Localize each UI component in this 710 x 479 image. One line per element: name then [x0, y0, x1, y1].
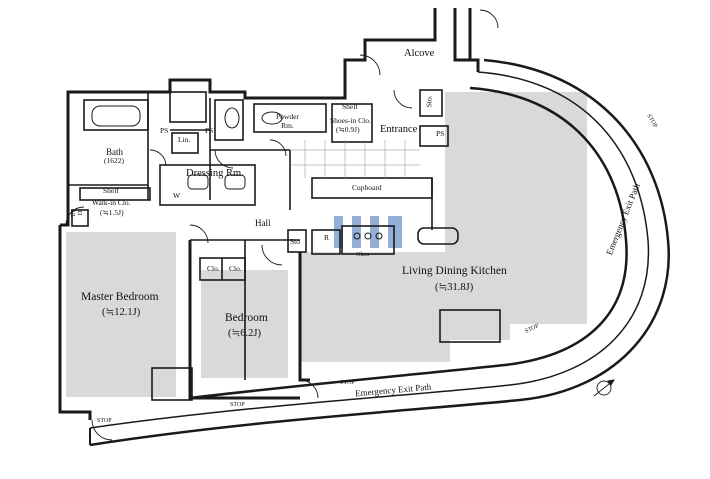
stop-label-3: STOP	[340, 380, 355, 386]
room-label-hall: Hall	[255, 218, 271, 228]
stop-label-2: STOP	[230, 402, 245, 408]
fixtures	[91, 105, 383, 240]
stove-burner-1	[353, 232, 361, 240]
room-label-glass: Glass	[356, 252, 370, 258]
room-label-shelf-top: Shelf	[342, 102, 358, 111]
room-label-w: W	[173, 191, 181, 200]
room-label-ps-1: PS	[160, 126, 169, 135]
room-label-clo-1: Clo.	[207, 264, 220, 273]
room-label-shelf-left: Shelf	[103, 186, 119, 195]
room-label-alcove: Alcove	[404, 48, 435, 59]
stop-label-1: STOP	[97, 418, 112, 424]
room-label-clo-2: Clo.	[229, 264, 242, 273]
north-arrow	[593, 379, 615, 397]
room-label-shoes-in-clo-area: (≒0.9J)	[336, 125, 360, 134]
room-label-lin: Lin.	[178, 135, 191, 144]
walls	[58, 8, 480, 420]
stove-burner-2	[364, 232, 372, 240]
room-label-sto-top: Sto.	[424, 95, 434, 108]
room-label-walk-in-clo-area: (≒1.5J)	[100, 208, 124, 217]
room-label-shoes-in-clo: Shoes-in Clo.	[330, 116, 371, 125]
bathtub	[91, 105, 141, 127]
room-label-entrance: Entrance	[380, 124, 418, 135]
room-label-ps-2: PS	[205, 126, 214, 135]
up-down-label: UP D	[70, 209, 84, 217]
room-label-ps-3: PS	[436, 129, 445, 138]
watermark	[334, 216, 402, 248]
toilet	[224, 107, 240, 129]
tile-grid	[290, 140, 420, 178]
room-label-living-dining-kitchen: Living Dining Kitchen	[402, 265, 507, 277]
room-label-bedroom: Bedroom	[225, 312, 268, 324]
room-label-r: R	[324, 233, 330, 242]
vanity-sink	[187, 174, 209, 190]
room-label-walk-in-clo: Walk-in Clo.	[92, 198, 131, 207]
partitions	[68, 89, 501, 401]
room-label-sto: Sto	[290, 237, 301, 246]
door-swings	[65, 9, 499, 441]
room-label-master-bedroom-area: (≒12.1J)	[102, 307, 141, 318]
stove-burner-3	[375, 232, 383, 240]
sink	[261, 111, 283, 125]
room-label-master-bedroom: Master Bedroom	[81, 291, 159, 303]
ldk-fill-bottom	[450, 300, 510, 340]
room-label-bath: Bath	[106, 147, 123, 157]
room-label-powder-rm: Powder Rm.	[276, 112, 299, 130]
room-label-bedroom-area: (≒6.2J)	[228, 328, 262, 339]
room-label-dressing-rm: Dressing Rm.	[186, 168, 244, 179]
room-label-cupboard: Cupboard	[352, 183, 382, 192]
room-label-ldk-area: (≒31.8J)	[435, 282, 474, 293]
room-label-bath-area: (1622)	[104, 156, 124, 165]
room-fills	[66, 92, 587, 397]
balcony	[89, 58, 671, 447]
ldk-fill-right	[445, 92, 587, 324]
vanity-sink-2	[224, 174, 246, 190]
ldk-fill-main	[300, 252, 450, 362]
master-bedroom-fill	[66, 232, 176, 397]
